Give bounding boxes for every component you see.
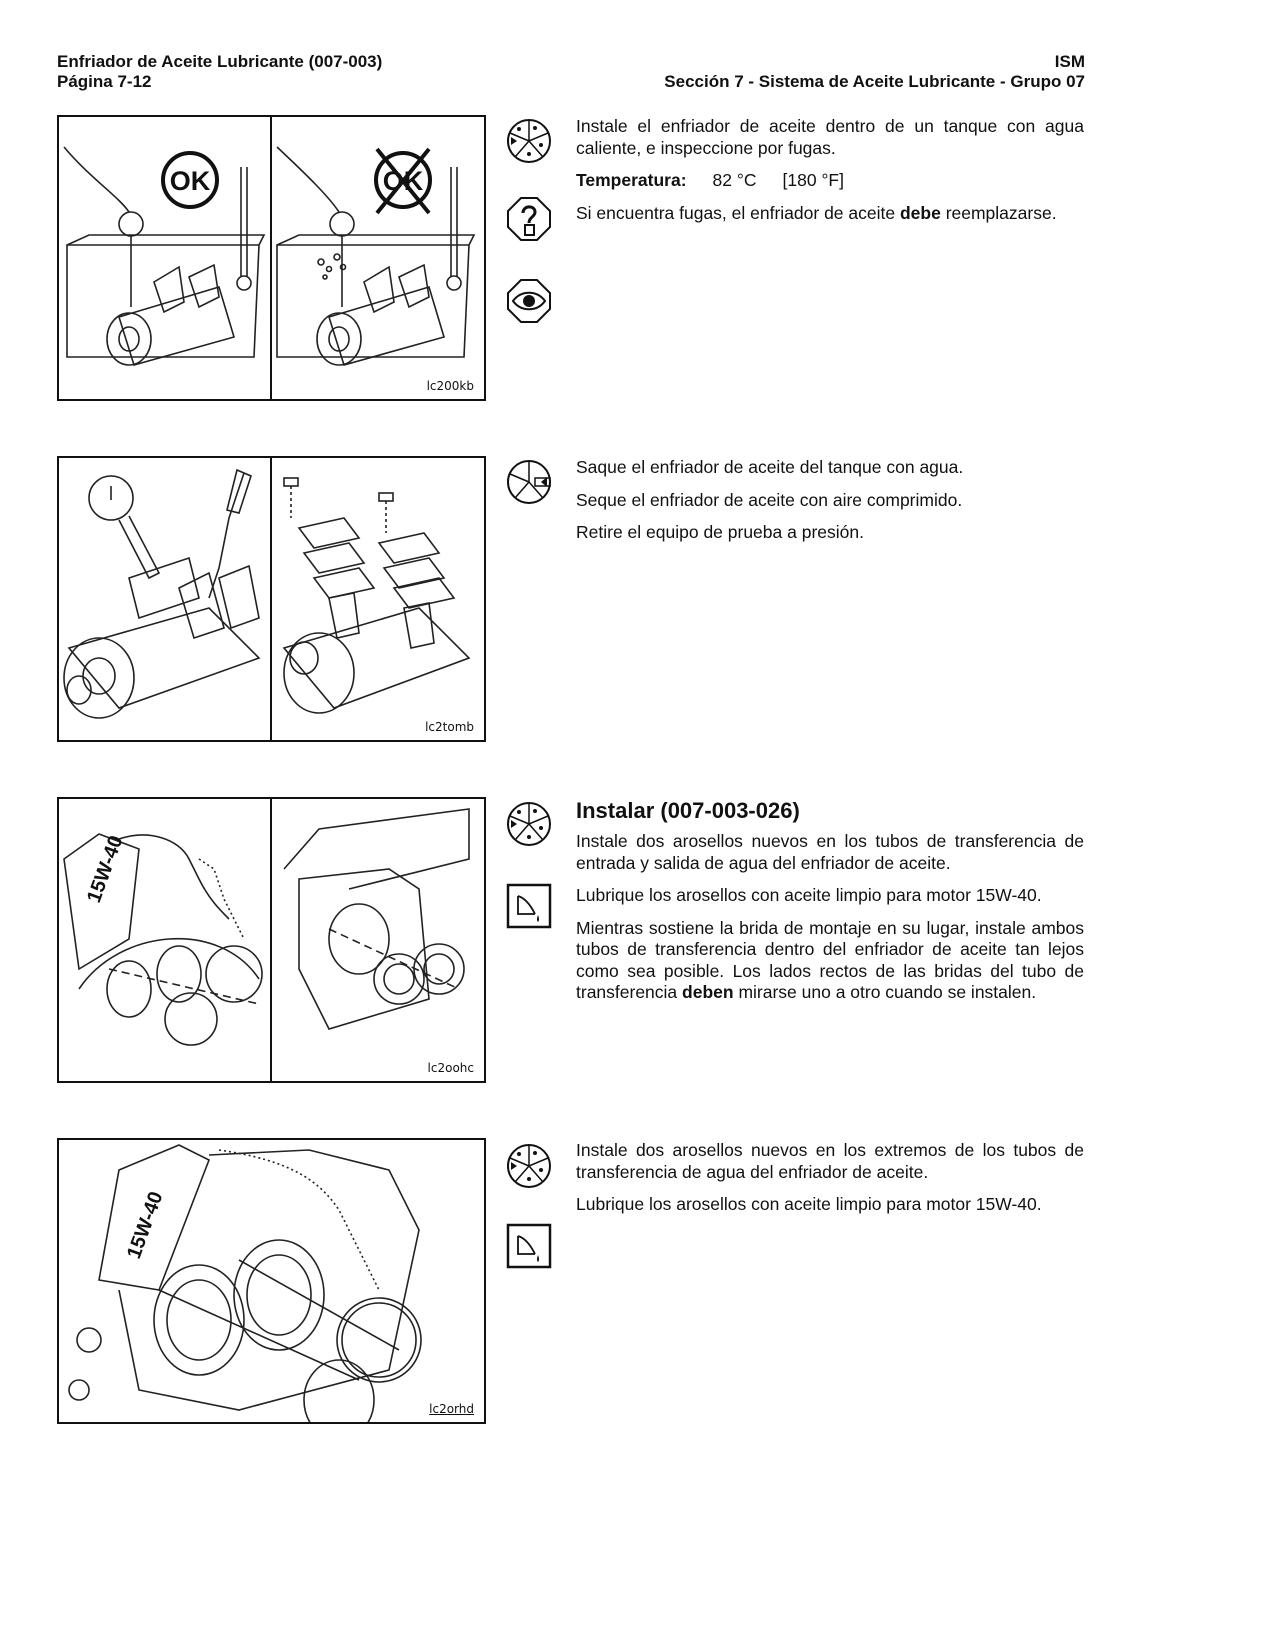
instruction: Retire el equipo de prueba a presión. bbox=[576, 522, 864, 542]
section-4-text: Instale dos arosellos nuevos en los extr… bbox=[576, 1140, 1084, 1227]
instruction: Mientras sostiene la brida de montaje en… bbox=[576, 917, 1084, 1003]
ok-label: OK bbox=[170, 166, 211, 196]
figure-install-o-rings: 15W-40 lc2orhd bbox=[57, 1138, 486, 1424]
lubricate-icon bbox=[506, 1223, 552, 1269]
figure-leak-test: OK OK lc200kb bbox=[57, 115, 486, 401]
section-1-text: Instale el enfriador de aceite dentro de… bbox=[576, 116, 1084, 235]
tool-icon bbox=[507, 1144, 551, 1188]
section-group-title: Sección 7 - Sistema de Aceite Lubricante… bbox=[664, 72, 1085, 91]
tool-icon bbox=[507, 119, 551, 163]
eye-icon bbox=[507, 279, 551, 323]
remove-test-equipment-illustration bbox=[63, 458, 471, 740]
figure-install-transfer-tubes: 15W-40 lc2oohc bbox=[57, 797, 486, 1083]
hand-question-icon bbox=[507, 197, 551, 241]
section-3-text: Instalar (007-003-026) Instale dos arose… bbox=[576, 797, 1084, 1015]
figure-code: lc2tomb bbox=[425, 720, 474, 734]
spec-label: Temperatura: bbox=[576, 170, 687, 190]
section-2-text: Saque el enfriador de aceite del tanque … bbox=[576, 457, 1084, 555]
figure-code: lc200kb bbox=[426, 379, 474, 393]
instruction: Seque el enfriador de aceite con aire co… bbox=[576, 489, 963, 510]
instruction: Instale dos arosellos nuevos en los tubo… bbox=[576, 831, 1084, 873]
section-title: Enfriador de Aceite Lubricante (007-003) bbox=[57, 52, 383, 71]
tool-icon bbox=[507, 802, 551, 846]
disassemble-icon bbox=[507, 460, 551, 504]
page-number: Página 7-12 bbox=[57, 72, 152, 91]
page-header-right: ISM Sección 7 - Sistema de Aceite Lubric… bbox=[664, 52, 1085, 92]
oil-label: 15W-40 bbox=[123, 1189, 167, 1262]
instruction: Si encuentra fugas, el enfriador de acei… bbox=[576, 202, 1057, 223]
spec-celsius: 82 °C bbox=[712, 170, 757, 190]
oil-label: 15W-40 bbox=[83, 833, 127, 906]
leak-test-illustration: OK OK bbox=[63, 117, 476, 399]
instruction: Lubrique los arosellos con aceite limpio… bbox=[576, 1194, 1042, 1214]
lubricate-icon bbox=[506, 883, 552, 929]
instruction: Saque el enfriador de aceite del tanque … bbox=[576, 457, 964, 477]
instruction: Instale el enfriador de aceite dentro de… bbox=[576, 116, 1084, 158]
figure-code: lc2orhd bbox=[429, 1402, 474, 1416]
engine-model: ISM bbox=[1054, 52, 1085, 71]
spec-fahrenheit: [180 °F] bbox=[782, 170, 844, 190]
figure-code: lc2oohc bbox=[427, 1061, 474, 1075]
instruction: Instale dos arosellos nuevos en los extr… bbox=[576, 1140, 1084, 1182]
install-transfer-tubes-illustration: 15W-40 bbox=[63, 799, 470, 1081]
temperature-spec: Temperatura: 82 °C [180 °F] bbox=[576, 170, 1084, 192]
install-o-rings-illustration: 15W-40 bbox=[68, 1144, 422, 1422]
install-heading: Instalar (007-003-026) bbox=[576, 798, 800, 823]
figure-remove-test-equipment: lc2tomb bbox=[57, 456, 486, 742]
page-header-left: Enfriador de Aceite Lubricante (007-003)… bbox=[57, 52, 382, 92]
instruction: Lubrique los arosellos con aceite limpio… bbox=[576, 885, 1042, 905]
